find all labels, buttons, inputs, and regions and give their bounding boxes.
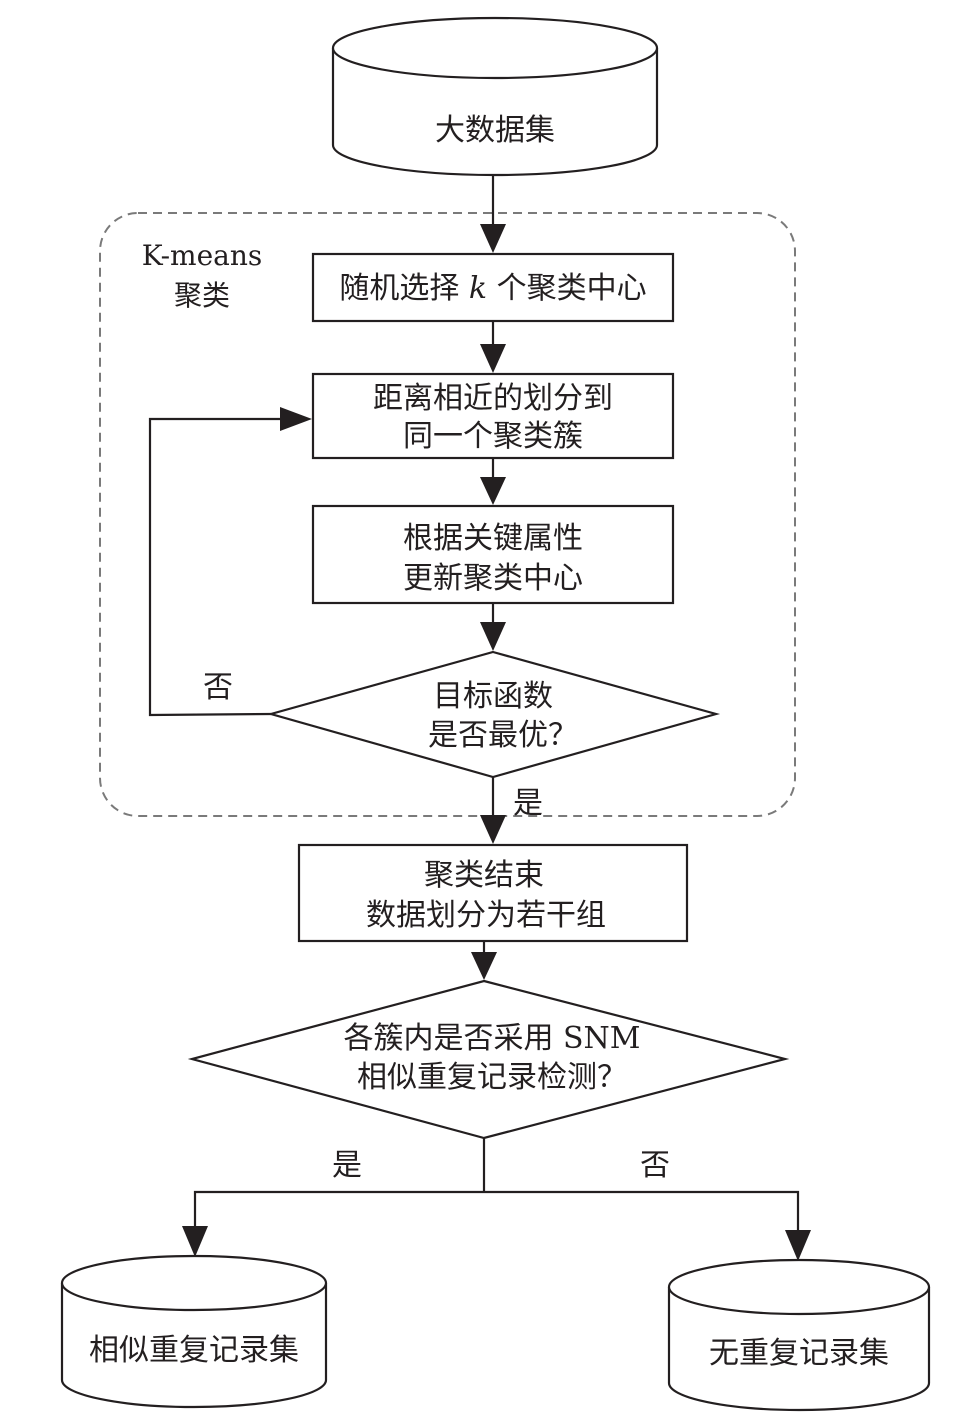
no-dup-set-cylinder: 无重复记录集	[667, 1258, 931, 1412]
kmeans-cluster-label-line1: K-means	[142, 239, 263, 272]
select-centers-label: 随机选择 k 个聚类中心	[339, 271, 646, 306]
arrowhead-assign	[480, 344, 506, 373]
kmeans-cluster-label-line2: 聚类	[174, 279, 230, 312]
similar-dup-set-label: 相似重复记录集	[89, 1333, 299, 1368]
snm-check-line1: 各簇内是否采用 SNM	[343, 1021, 640, 1056]
big-dataset-label: 大数据集	[435, 113, 555, 148]
snm-check-line2: 相似重复记录检测？	[357, 1060, 627, 1095]
arrowhead-select	[480, 224, 506, 253]
snm-yes-label: 是	[332, 1148, 362, 1183]
no-dup-set-label: 无重复记录集	[709, 1336, 889, 1371]
clustering-done-box: 聚类结束 数据划分为若干组	[297, 843, 689, 943]
edge-objective-no-loop	[148, 417, 280, 717]
objective-check-line1: 目标函数	[433, 679, 553, 714]
objective-check-line2: 是否最优？	[428, 718, 578, 753]
arrowhead-similar	[182, 1226, 208, 1257]
arrowhead-done	[480, 815, 506, 844]
select-centers-suffix: 个聚类中心	[487, 271, 647, 306]
assign-cluster-box: 距离相近的划分到 同一个聚类簇	[311, 372, 675, 460]
snm-check-diamond: 各簇内是否采用 SNM 相似重复记录检测？	[187, 979, 790, 1140]
kmeans-cluster-boundary	[99, 212, 796, 817]
arrowhead-update	[480, 477, 506, 505]
arrowhead-snm	[471, 952, 497, 980]
assign-cluster-line2: 同一个聚类簇	[403, 419, 583, 454]
update-centers-line2: 更新聚类中心	[403, 561, 583, 596]
select-centers-box: 随机选择 k 个聚类中心	[311, 252, 675, 323]
objective-yes-label: 是	[513, 786, 543, 821]
arrowhead-objective	[480, 622, 506, 651]
edge-snm-no-branch	[484, 1190, 800, 1230]
big-dataset-cylinder: 大数据集	[331, 16, 659, 177]
assign-cluster-line1: 距离相近的划分到	[373, 381, 613, 416]
objective-check-diamond: 目标函数 是否最优？	[266, 650, 721, 779]
snm-no-label: 否	[640, 1148, 670, 1183]
select-centers-prefix: 随机选择	[339, 271, 469, 306]
update-centers-line1: 根据关键属性	[403, 521, 583, 556]
similar-dup-set-cylinder: 相似重复记录集	[60, 1254, 328, 1409]
arrowhead-nodup	[785, 1230, 811, 1261]
arrowhead-loop	[280, 407, 312, 431]
objective-no-label: 否	[203, 670, 233, 705]
clustering-done-line2: 数据划分为若干组	[366, 898, 606, 933]
edge-snm-yes-branch	[193, 1190, 484, 1226]
update-centers-box: 根据关键属性 更新聚类中心	[311, 504, 675, 605]
select-centers-k: k	[469, 271, 487, 306]
clustering-done-line1: 聚类结束	[424, 858, 544, 893]
